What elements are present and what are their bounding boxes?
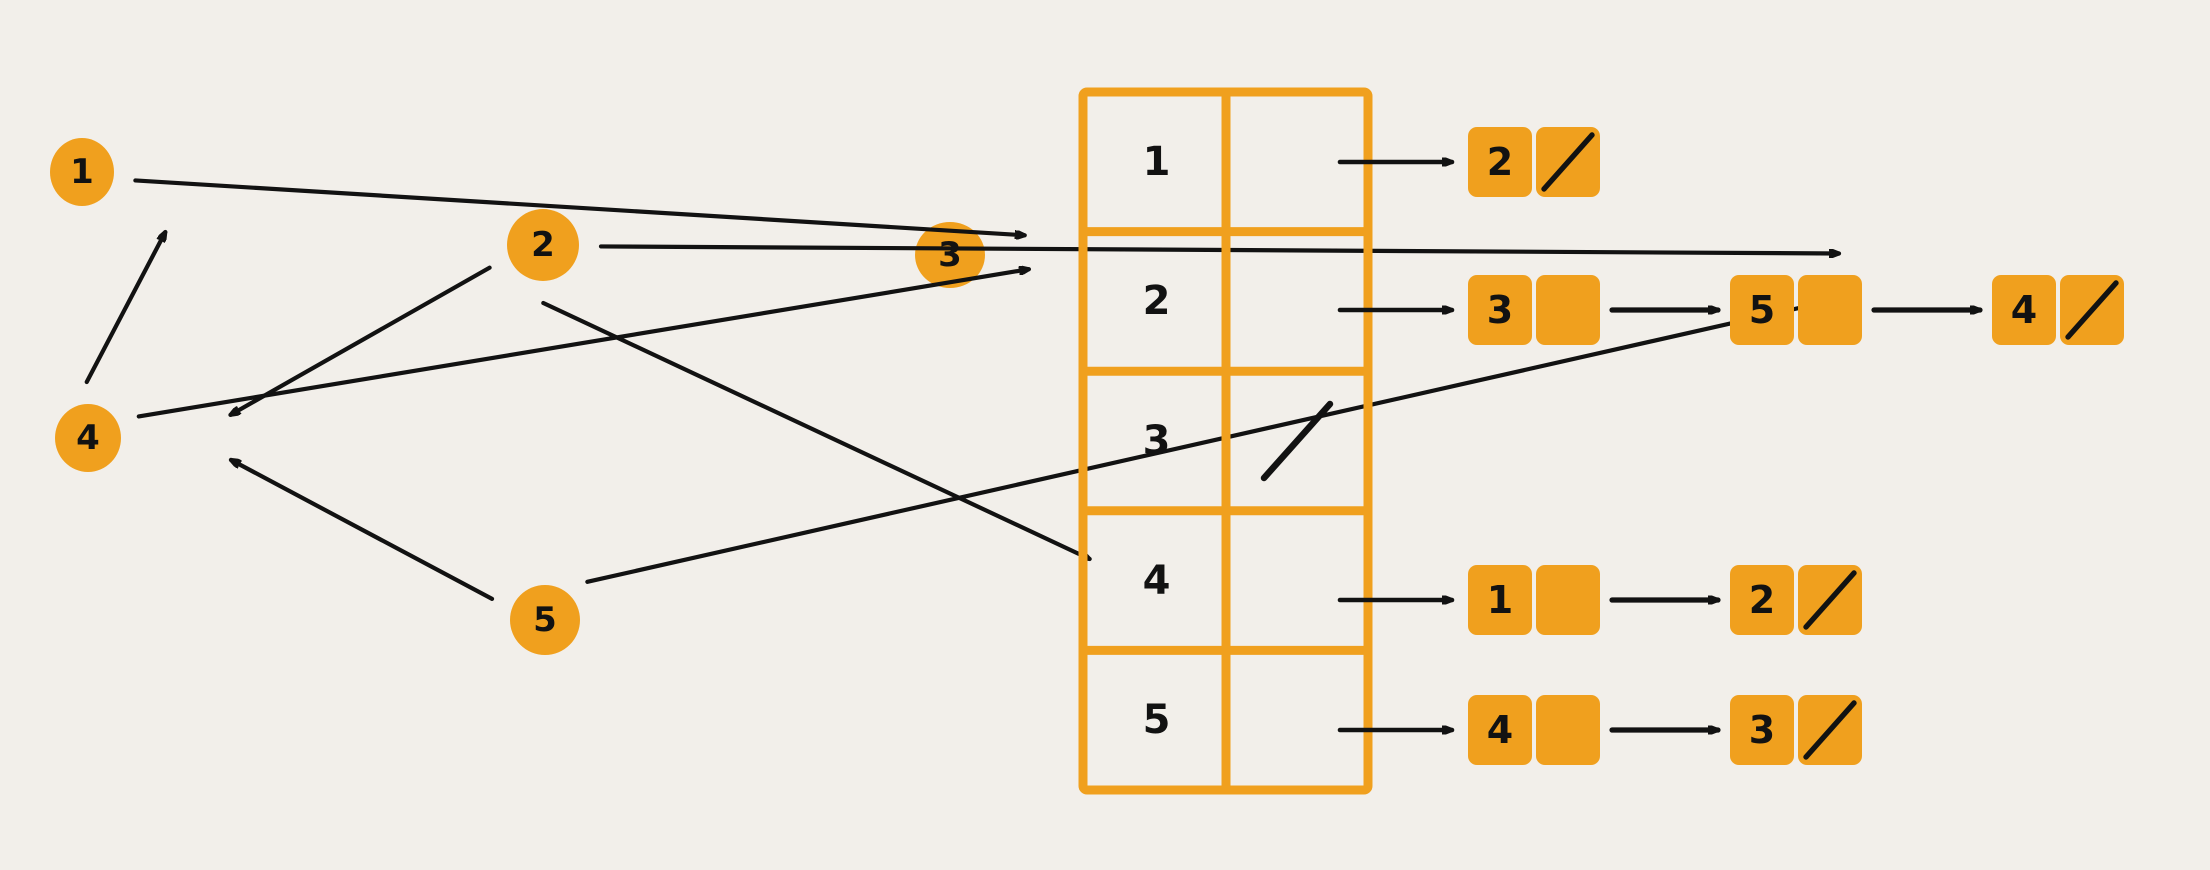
list-node-data-2-2[interactable] xyxy=(1992,275,2056,345)
adjacency-table-grid xyxy=(1078,87,1373,795)
list-node-pointer-2-1[interactable] xyxy=(1798,275,1862,345)
graph-edge-4-to-2[interactable] xyxy=(136,269,1032,419)
list-null-slash-2-2 xyxy=(2065,280,2119,340)
graph-edge-1-to-2[interactable] xyxy=(133,178,1027,235)
list-node-data-2-1[interactable] xyxy=(1730,275,1794,345)
list-node-data-1-0[interactable] xyxy=(1468,127,1532,197)
list-null-slash-1-0 xyxy=(1541,132,1595,192)
graph-edge-group xyxy=(84,178,1858,602)
graph-edge-2-to-3[interactable] xyxy=(598,244,1842,253)
graph-node-4[interactable] xyxy=(55,404,121,472)
graph-node-3[interactable] xyxy=(915,222,985,288)
list-node-data-4-0[interactable] xyxy=(1468,565,1532,635)
graph-edge-5-to-4[interactable] xyxy=(231,457,495,602)
list-node-pointer-2-0[interactable] xyxy=(1536,275,1600,345)
null-slash-row-3 xyxy=(1260,400,1334,482)
list-node-data-5-1[interactable] xyxy=(1730,695,1794,765)
graph-edge-2-to-5[interactable] xyxy=(541,300,1089,562)
list-node-data-5-0[interactable] xyxy=(1468,695,1532,765)
list-node-data-4-1[interactable] xyxy=(1730,565,1794,635)
graph-edge-2-to-4[interactable] xyxy=(230,265,492,418)
linked-list-shapes xyxy=(1337,127,2124,765)
graph-edge-4-to-1[interactable] xyxy=(84,232,168,385)
graph-node-1[interactable] xyxy=(50,138,114,206)
list-node-pointer-4-0[interactable] xyxy=(1536,565,1600,635)
list-null-slash-4-1 xyxy=(1803,570,1857,630)
list-null-slash-5-1 xyxy=(1803,700,1857,760)
graph-node-2[interactable] xyxy=(507,209,579,281)
graph-edge-5-to-3[interactable] xyxy=(585,295,1858,584)
graph-node-5[interactable] xyxy=(510,585,580,655)
list-node-data-2-0[interactable] xyxy=(1468,275,1532,345)
list-node-pointer-5-0[interactable] xyxy=(1536,695,1600,765)
graph-node-group xyxy=(50,138,985,655)
